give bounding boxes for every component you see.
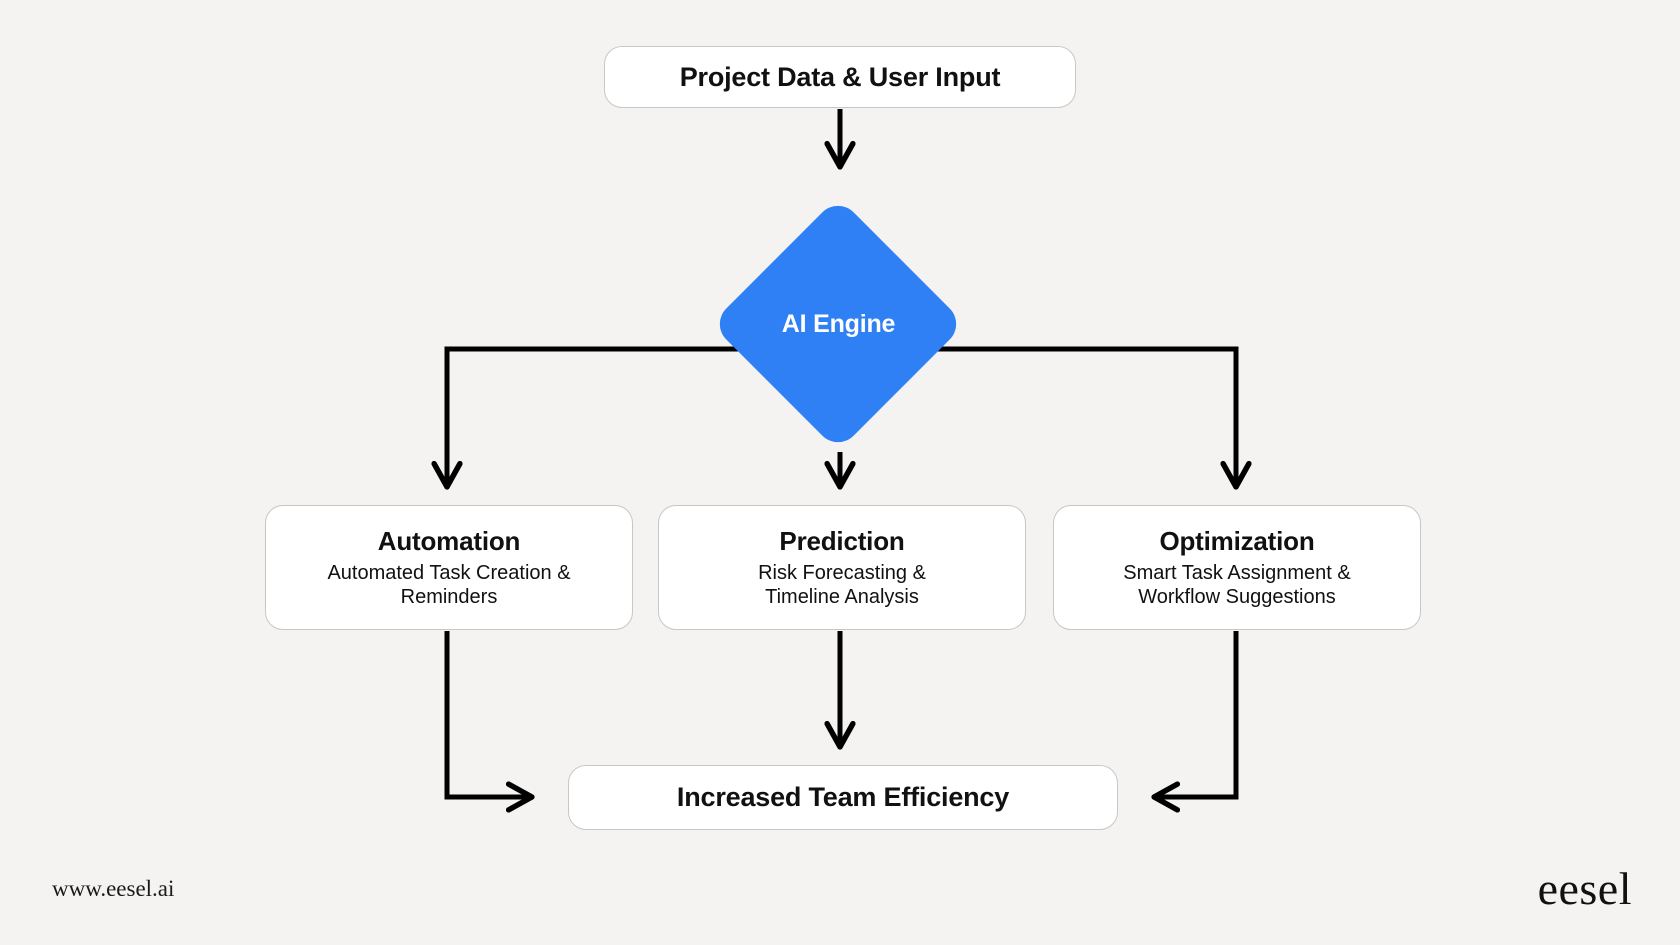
node-optimization-title: Optimization [1159, 525, 1315, 556]
node-project-data-user-input[interactable]: Project Data & User Input [604, 46, 1076, 108]
node-prediction[interactable]: Prediction Risk Forecasting & Timeline A… [658, 505, 1026, 630]
edge-engine-to-automation [447, 346, 751, 483]
node-automation-subtitle-line2: Reminders [400, 586, 498, 608]
node-optimization[interactable]: Optimization Smart Task Assignment & Wor… [1053, 505, 1421, 630]
footer-brand-logo: eesel [1537, 863, 1632, 914]
node-prediction-subtitle-line1: Risk Forecasting & [758, 561, 926, 584]
node-prediction-title: Prediction [779, 525, 905, 556]
edge-automation-to-outcome [444, 631, 528, 797]
footer-website-url: www.eesel.ai [52, 876, 175, 901]
node-input-title: Project Data & User Input [679, 61, 1001, 92]
node-automation[interactable]: Automation Automated Task Creation & Rem… [265, 505, 633, 630]
node-optimization-subtitle-line1: Smart Task Assignment & [1123, 561, 1351, 584]
node-engine-title: AI Engine [781, 310, 896, 338]
node-outcome-title: Increased Team Efficiency [676, 782, 1010, 812]
edge-engine-to-optimization [929, 346, 1236, 483]
node-ai-engine[interactable]: AI Engine [710, 196, 966, 452]
node-increased-team-efficiency[interactable]: Increased Team Efficiency [568, 765, 1118, 830]
node-prediction-subtitle-line2: Timeline Analysis [765, 586, 919, 608]
node-automation-subtitle-line1: Automated Task Creation & [327, 561, 571, 584]
node-automation-title: Automation [377, 525, 521, 556]
edge-optimization-to-outcome [1158, 631, 1239, 797]
node-optimization-subtitle-line2: Workflow Suggestions [1138, 586, 1336, 608]
